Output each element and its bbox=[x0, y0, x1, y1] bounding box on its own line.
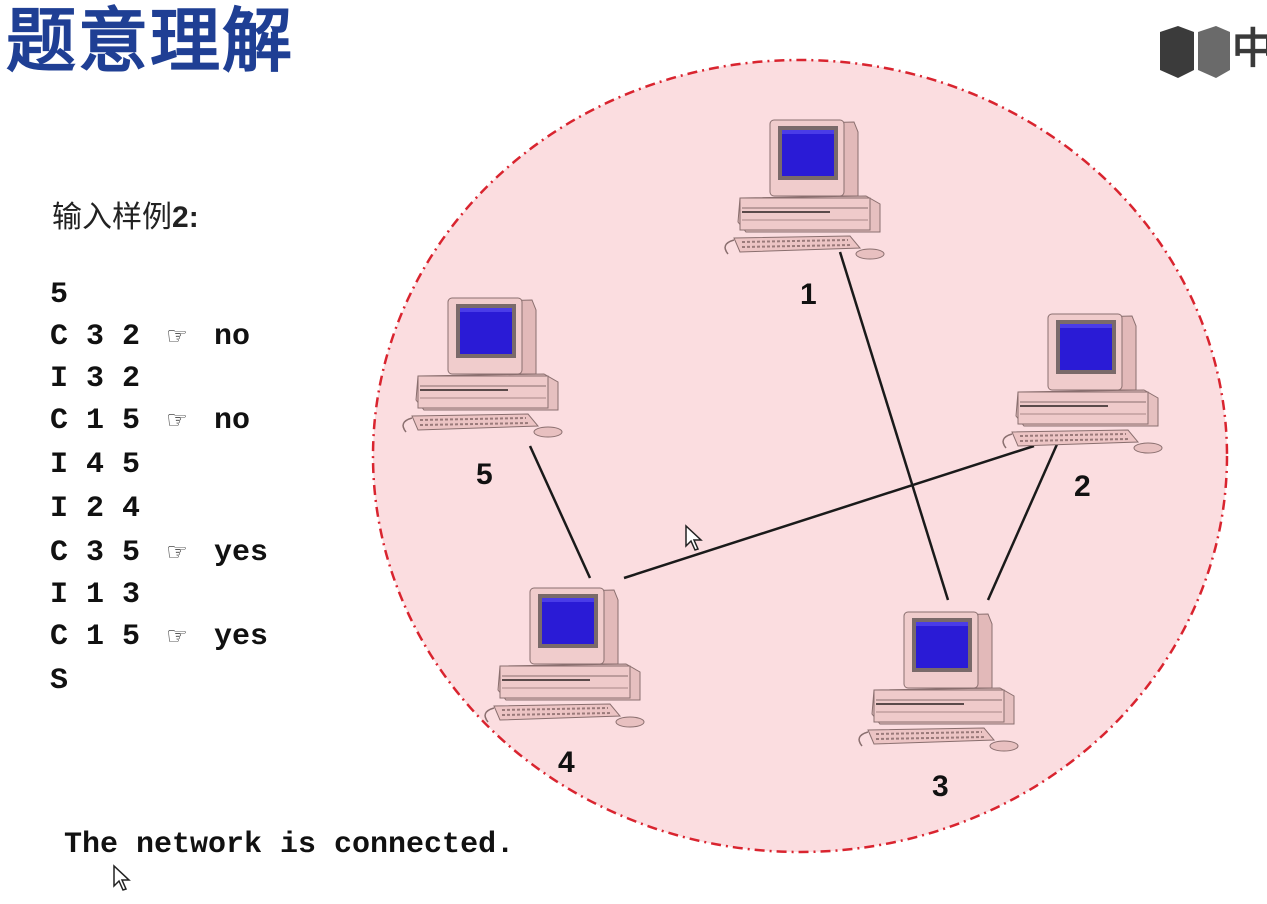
query-result: no bbox=[214, 404, 251, 438]
input-line-text: C 1 5 bbox=[50, 620, 141, 654]
node-label: 2 bbox=[1074, 470, 1091, 503]
input-heading-colon: : bbox=[188, 201, 199, 234]
node-label: 3 bbox=[932, 770, 949, 803]
input-line: C 3 5 ☞ yes bbox=[50, 538, 268, 568]
input-line: C 3 2 ☞ no bbox=[50, 322, 250, 352]
input-line: I 3 2 bbox=[50, 364, 140, 394]
output-result-line: The network is connected. bbox=[64, 828, 515, 862]
pointing-hand-icon: ☞ bbox=[166, 322, 188, 350]
input-line-text: C 1 5 bbox=[50, 404, 141, 438]
mouse-cursor-icon bbox=[685, 524, 703, 551]
input-heading-label: 输入样例 bbox=[52, 200, 172, 235]
logo-text: 中 bbox=[1232, 24, 1267, 73]
input-line-text: C 3 2 bbox=[50, 320, 141, 354]
mouse-cursor-icon bbox=[113, 864, 131, 891]
input-heading-number: 2 bbox=[172, 201, 189, 234]
node-label: 1 bbox=[800, 278, 817, 311]
pointing-hand-icon: ☞ bbox=[166, 538, 188, 566]
query-result: yes bbox=[214, 536, 269, 570]
node-label: 5 bbox=[476, 458, 493, 491]
input-sample-heading: 输入样例2: bbox=[52, 192, 199, 236]
node-label: 4 bbox=[558, 746, 575, 779]
input-line: I 1 3 bbox=[50, 580, 140, 610]
network-edge bbox=[986, 441, 1060, 601]
input-line-text: C 3 5 bbox=[50, 536, 141, 570]
input-line-text: I 1 3 bbox=[50, 578, 141, 612]
query-result: yes bbox=[214, 620, 269, 654]
input-line-text: I 3 2 bbox=[50, 362, 141, 396]
input-line: C 1 5 ☞ yes bbox=[50, 622, 268, 652]
network-edge bbox=[838, 251, 950, 601]
network-edge bbox=[623, 444, 1035, 580]
logo-icon bbox=[1160, 26, 1230, 78]
input-line: C 1 5 ☞ no bbox=[50, 406, 250, 436]
input-line-text: 5 bbox=[50, 278, 69, 312]
input-line-text: I 2 4 bbox=[50, 492, 141, 526]
pointing-hand-icon: ☞ bbox=[166, 622, 188, 650]
input-line: 5 bbox=[50, 280, 68, 310]
page-title: 题意理解 bbox=[6, 0, 294, 82]
input-line: I 4 5 bbox=[50, 450, 140, 480]
input-line-text: I 4 5 bbox=[50, 448, 141, 482]
input-line: S bbox=[50, 666, 68, 696]
pointing-hand-icon: ☞ bbox=[166, 406, 188, 434]
network-edges bbox=[528, 251, 1060, 601]
network-edge bbox=[528, 445, 592, 579]
query-result: no bbox=[214, 320, 251, 354]
input-line-text: S bbox=[50, 664, 69, 698]
input-line: I 2 4 bbox=[50, 494, 140, 524]
network-labels: 1 2 3 4 5 bbox=[476, 278, 1091, 803]
